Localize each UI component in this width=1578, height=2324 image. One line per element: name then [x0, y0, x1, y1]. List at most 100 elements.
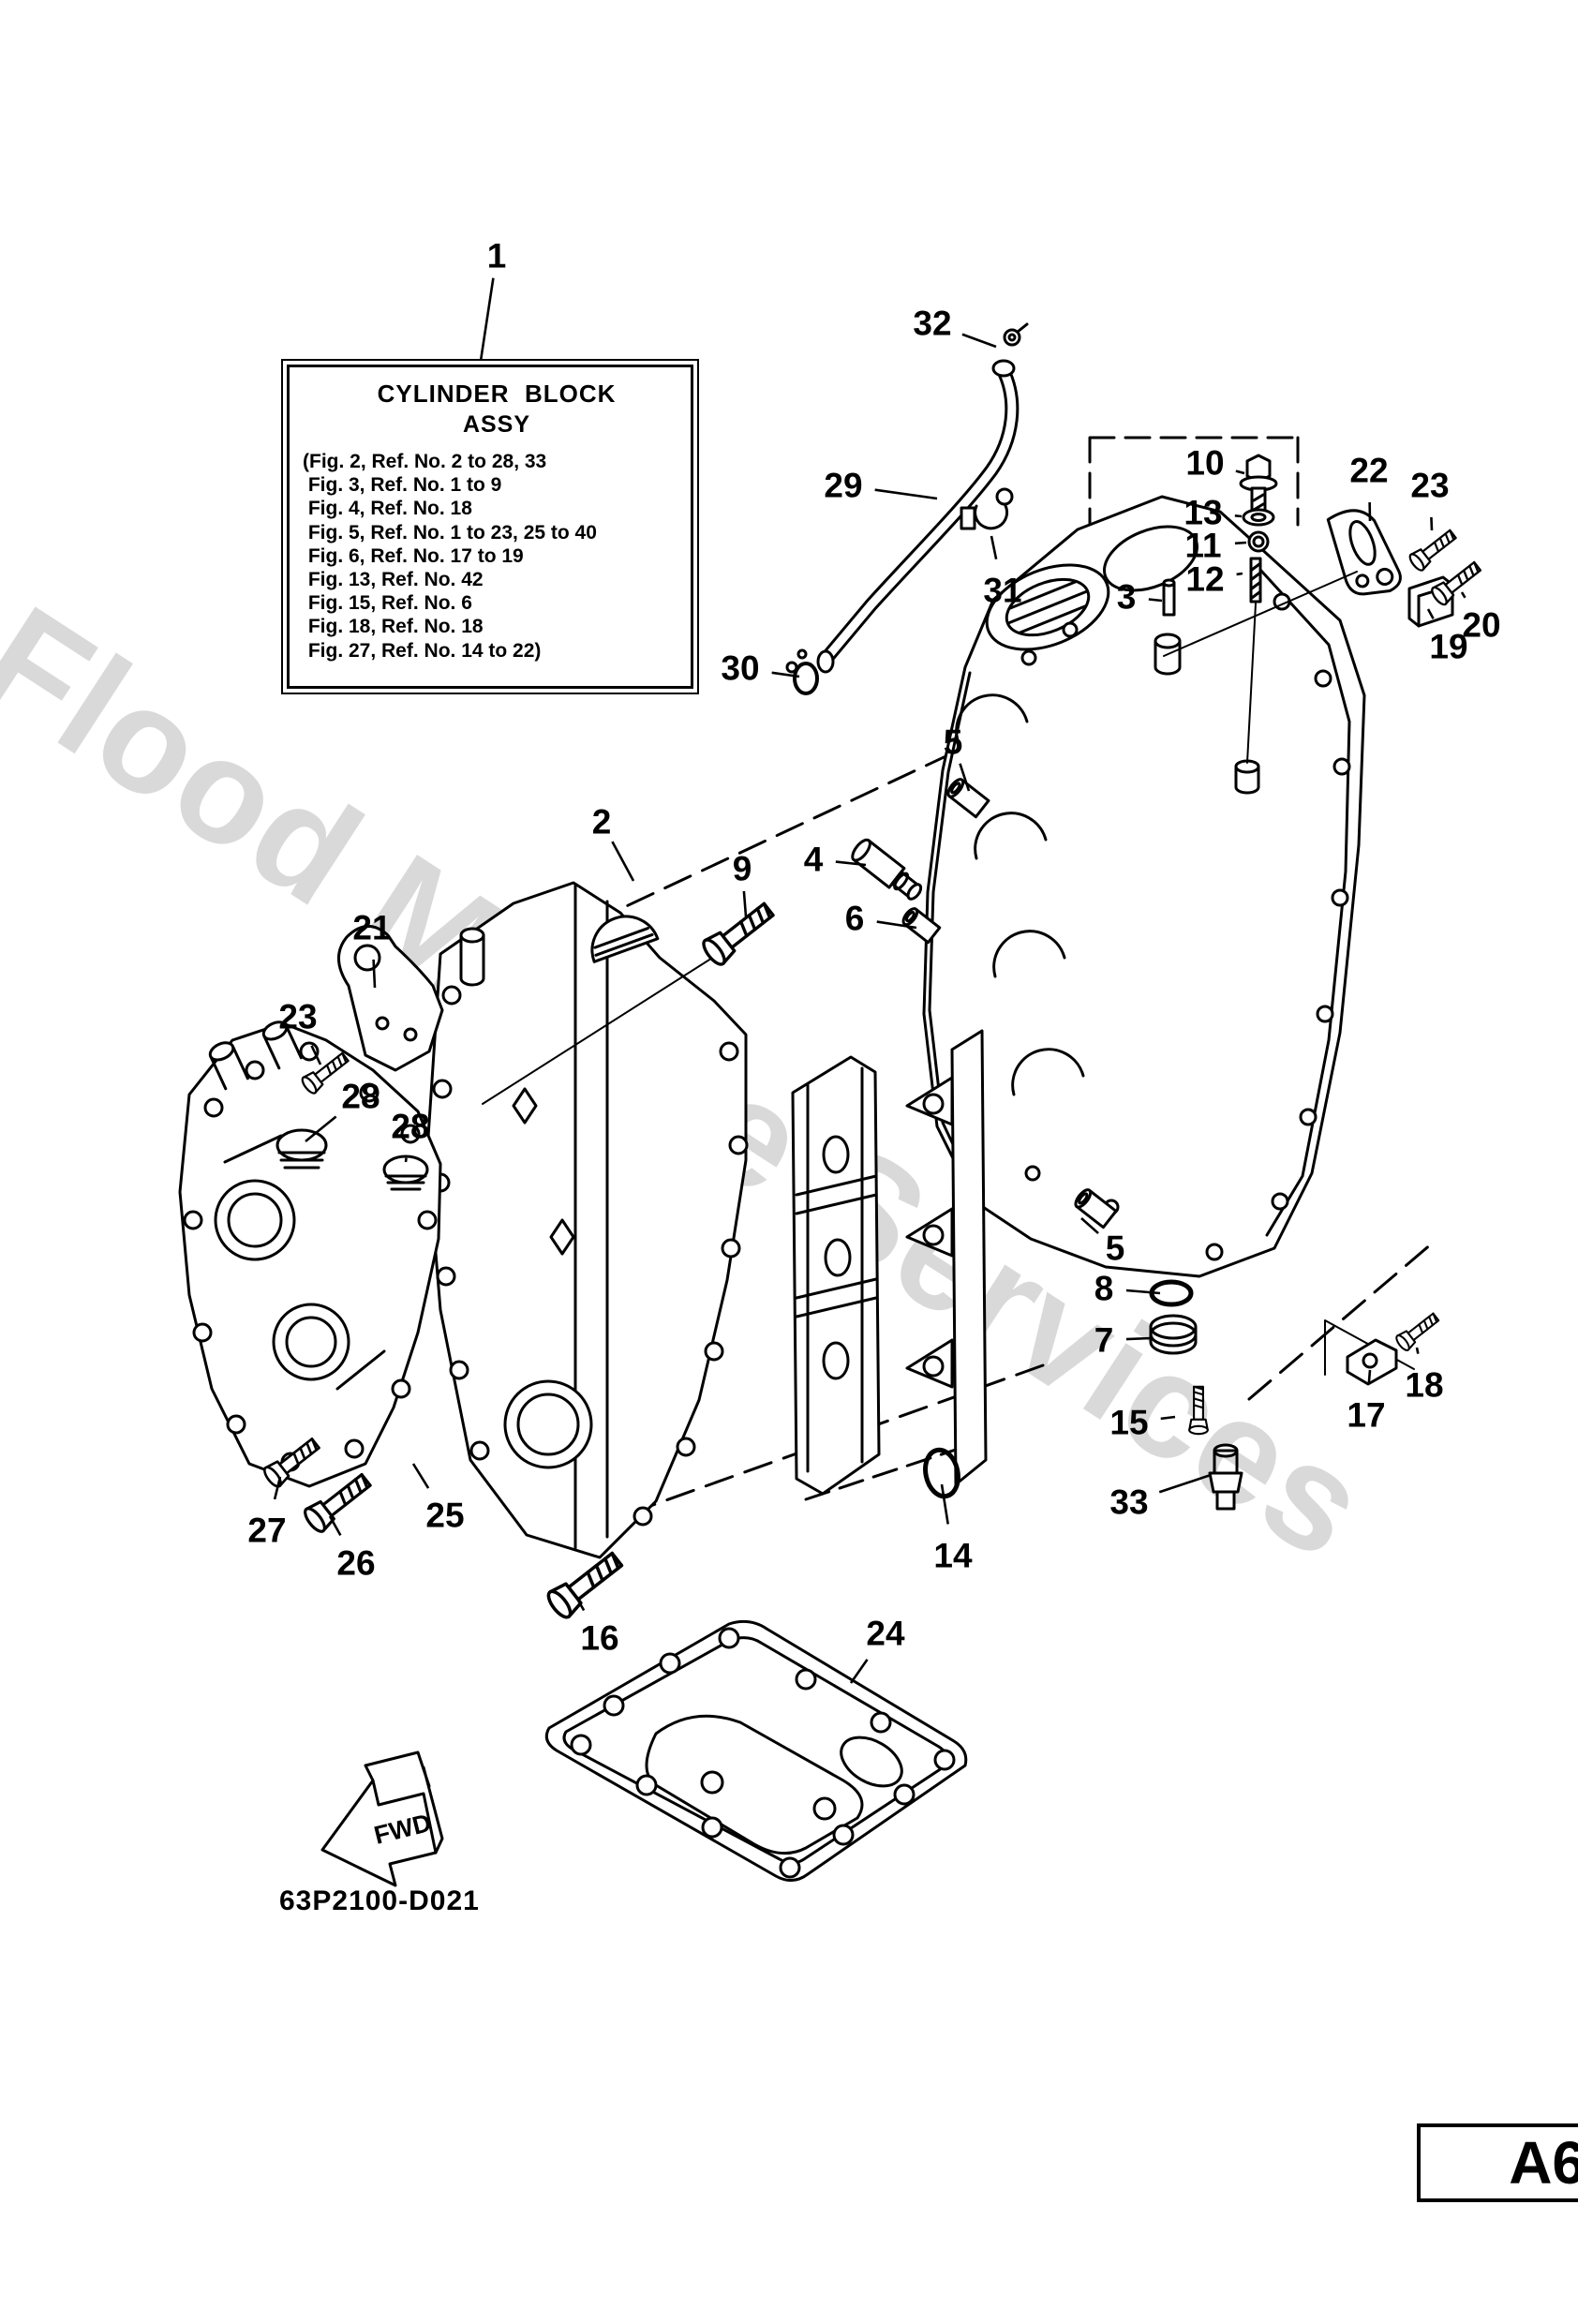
leader-27: [273, 1476, 282, 1500]
leader-24: [849, 1659, 869, 1684]
reference-line: Fig. 6, Ref. No. 17 to 19: [303, 544, 524, 567]
callout-21: 21: [352, 908, 392, 947]
cylinder-head-assembly: [178, 1020, 442, 1488]
callout-1: 1: [486, 236, 507, 276]
leader-16: [575, 1598, 586, 1612]
reference-line: Fig. 4, Ref. No. 18: [303, 498, 472, 520]
bracket-17: [1324, 1319, 1415, 1386]
callout-23: 23: [1410, 466, 1450, 505]
bolt-16: [543, 1545, 629, 1623]
reference-line: Fig. 13, Ref. No. 42: [303, 569, 484, 591]
callout-26: 26: [336, 1543, 376, 1583]
clip-32: [1003, 328, 1021, 347]
callout-10: 10: [1185, 443, 1225, 483]
plug-7: [1149, 1314, 1198, 1355]
bolt-9: [698, 896, 780, 970]
plate-22: [1326, 509, 1402, 596]
drawing-code: 63P2100-D021: [279, 1885, 480, 1916]
leader-2: [611, 841, 635, 882]
callout-5: 5: [1105, 1229, 1125, 1268]
callout-7: 7: [1094, 1320, 1114, 1360]
callout-32: 32: [913, 304, 952, 343]
fitting-33: [1208, 1443, 1243, 1511]
bushing-5-lower: [1074, 1188, 1118, 1229]
assembly-subtitle: ASSY: [462, 411, 531, 438]
leader-3: [1148, 598, 1163, 603]
leader-extension-22: [1163, 571, 1358, 657]
bolt-15: [1188, 1385, 1209, 1436]
callout-12: 12: [1185, 559, 1225, 599]
callout-3: 3: [1116, 577, 1137, 617]
callout-8: 8: [1094, 1269, 1114, 1308]
cylinder-block-body: [922, 495, 1366, 1278]
callout-27: 27: [247, 1511, 287, 1550]
leader-26: [328, 1515, 342, 1536]
reference-box: CYLINDER BLOCK ASSY (Fig. 2, Ref. No. 2 …: [281, 359, 699, 694]
callout-13: 13: [1184, 493, 1223, 532]
leader-25: [411, 1463, 430, 1489]
callout-14: 14: [933, 1536, 973, 1575]
retainer-comb: [905, 1029, 988, 1486]
bolt-18: [1392, 1308, 1443, 1354]
callout-11: 11: [1184, 526, 1222, 565]
callout-6: 6: [844, 899, 865, 938]
callout-leader-lines: [273, 277, 1466, 1684]
leader-19: [1426, 608, 1435, 619]
leader-28: [305, 1115, 337, 1143]
grommet-30: [785, 648, 819, 695]
leader-28: [404, 1157, 408, 1163]
leader-23: [310, 1045, 322, 1065]
dipstick-tube: [785, 322, 1029, 695]
anode-cap-28a: [275, 1128, 328, 1162]
leader-14: [940, 1483, 949, 1525]
leader-4: [835, 860, 867, 867]
callout-20: 20: [1462, 605, 1501, 645]
leader-7: [1125, 1336, 1152, 1341]
callout-29: 29: [824, 466, 863, 505]
leader-11: [1234, 541, 1247, 545]
gasket-24: [544, 1619, 968, 1882]
callout-5: 5: [943, 723, 963, 762]
hardware-10-13-11-12-3: [1154, 454, 1278, 764]
reference-line: (Fig. 2, Ref. No. 2 to 28, 33: [303, 451, 547, 472]
leader-18: [1415, 1347, 1420, 1354]
callout-16: 16: [580, 1618, 619, 1658]
leader-29: [874, 488, 938, 500]
reference-line: Fig. 5, Ref. No. 1 to 23, 25 to 40: [303, 521, 597, 544]
callout-23: 23: [278, 997, 318, 1036]
pin-3: [1162, 581, 1176, 617]
callout-25: 25: [425, 1496, 465, 1535]
callout-19: 19: [1429, 627, 1468, 666]
callout-33: 33: [1109, 1482, 1149, 1522]
leader-5: [1080, 1217, 1099, 1235]
leader-31: [990, 535, 998, 559]
bearing-retainer: [791, 1055, 881, 1496]
callout-17: 17: [1347, 1395, 1386, 1435]
crankcase-body: [425, 881, 749, 1559]
callout-30: 30: [721, 648, 760, 688]
fwd-arrow-icon: FWD: [320, 1750, 444, 1887]
callout-28: 28: [391, 1107, 430, 1146]
callout-15: 15: [1109, 1403, 1149, 1442]
callout-2: 2: [591, 802, 612, 842]
reference-list: (Fig. 2, Ref. No. 2 to 28, 33 Fig. 3, Re…: [303, 450, 691, 663]
leader-17: [1367, 1369, 1372, 1384]
callout-28: 28: [341, 1077, 380, 1116]
leader-10: [1235, 469, 1245, 475]
fitting-4: [851, 838, 923, 901]
leader-23: [1430, 516, 1434, 531]
reference-box-inner: CYLINDER BLOCK ASSY (Fig. 2, Ref. No. 2 …: [287, 365, 693, 689]
assembly-title: CYLINDER BLOCK: [377, 380, 617, 408]
bushing-6: [901, 907, 942, 945]
leader-33: [1158, 1473, 1212, 1494]
reference-line: Fig. 3, Ref. No. 1 to 9: [303, 474, 502, 497]
bushing-5-upper: [946, 778, 990, 819]
leader-6: [876, 920, 917, 930]
leader-20: [1460, 591, 1466, 599]
leader-32: [961, 333, 997, 349]
leader-8: [1125, 1289, 1161, 1295]
page-section-label: A6: [1417, 2123, 1578, 2202]
leader-9: [742, 890, 748, 917]
